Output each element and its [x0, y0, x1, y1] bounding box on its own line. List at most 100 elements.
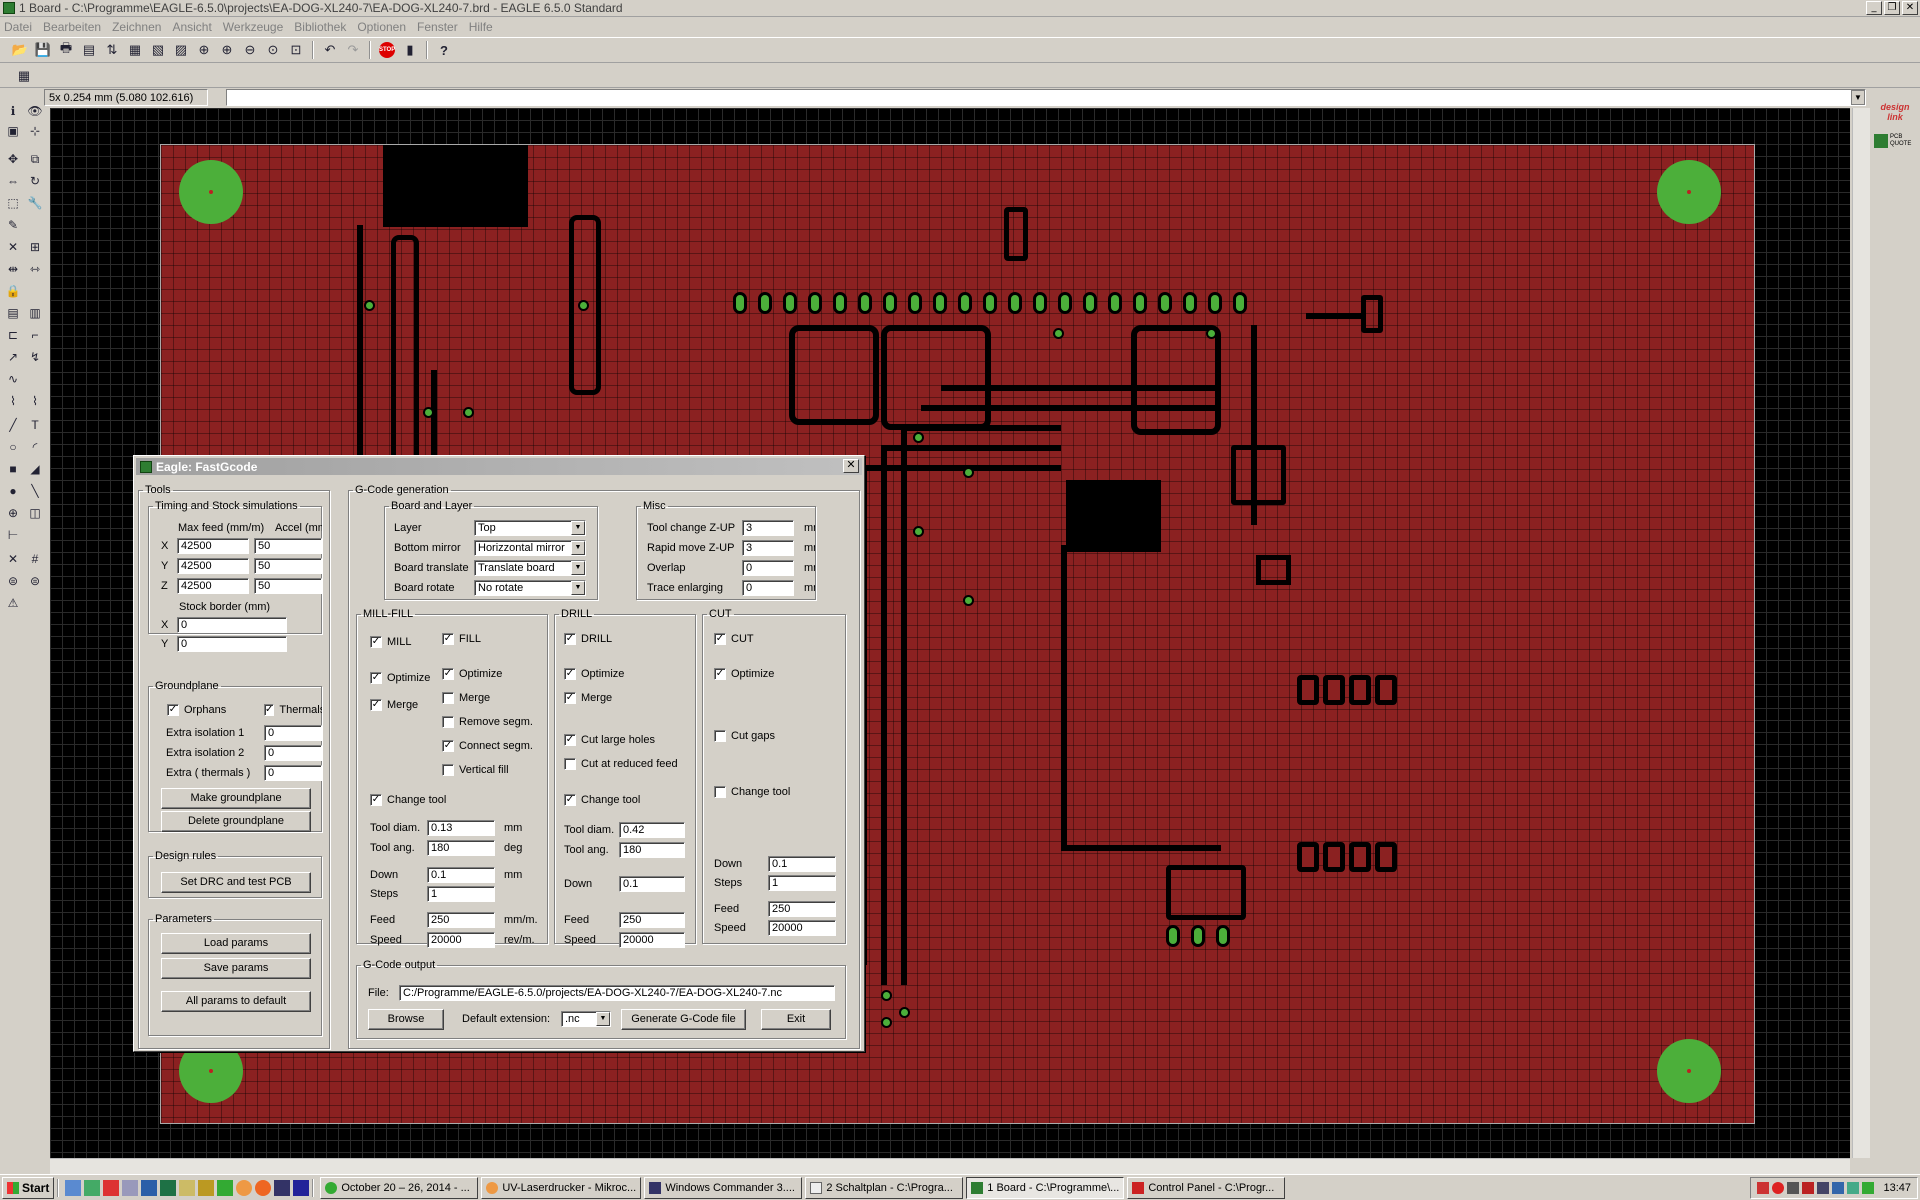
cut-optimize-checkbox[interactable]: ✓Optimize: [714, 668, 774, 680]
task-board[interactable]: 1 Board - C:\Programme\...: [966, 1176, 1125, 1199]
name-icon[interactable]: ⇹: [7, 262, 19, 276]
delete-icon[interactable]: ✕: [7, 240, 19, 254]
rapid-move-input[interactable]: 3: [742, 540, 794, 556]
mark-icon[interactable]: ⊹: [29, 124, 41, 138]
value-icon[interactable]: ⇿: [29, 262, 41, 276]
connect-segm-checkbox[interactable]: ✓Connect segm.: [442, 740, 533, 752]
wire-icon[interactable]: ╱: [9, 418, 17, 432]
quicklaunch-tool-icon[interactable]: [179, 1179, 196, 1196]
command-input[interactable]: ▼: [226, 89, 1866, 106]
info-icon[interactable]: ℹ: [10, 104, 16, 118]
stop-icon[interactable]: STOP: [377, 40, 397, 60]
miter-icon[interactable]: ⌐: [31, 328, 39, 342]
orphans-checkbox[interactable]: ✓Orphans: [167, 704, 226, 716]
pcb-quote-icon[interactable]: [1874, 134, 1888, 148]
via-icon[interactable]: ●: [9, 484, 17, 498]
max-feed-z-input[interactable]: 42500: [177, 578, 249, 594]
menu-zeichnen[interactable]: Zeichnen: [112, 19, 162, 34]
browse-button[interactable]: Browse: [368, 1009, 444, 1030]
tray-network-icon[interactable]: [1832, 1182, 1845, 1194]
cut-speed-input[interactable]: 20000: [768, 920, 836, 936]
mill-tool-ang-input[interactable]: 180: [427, 840, 495, 856]
quicklaunch-star-icon[interactable]: [103, 1179, 120, 1196]
quicklaunch-app-icon[interactable]: [217, 1179, 234, 1196]
move-icon[interactable]: ✥: [7, 152, 19, 166]
undo-icon[interactable]: ↶: [324, 42, 336, 57]
attribute-icon[interactable]: ◫: [29, 506, 41, 520]
lock-icon[interactable]: 🔒: [5, 284, 21, 298]
quicklaunch-word-icon[interactable]: [141, 1179, 158, 1196]
tray-usb-icon[interactable]: [1847, 1182, 1860, 1194]
all-params-default-button[interactable]: All params to default: [161, 991, 311, 1012]
cut-checkbox[interactable]: ✓CUT: [714, 633, 754, 645]
quicklaunch-save-icon[interactable]: [293, 1179, 310, 1196]
show-icon[interactable]: 👁: [27, 104, 43, 118]
ripup-icon[interactable]: ↯: [29, 350, 41, 364]
start-button[interactable]: Start: [2, 1176, 55, 1199]
rotate-icon[interactable]: ↻: [29, 174, 41, 188]
tray-safe-remove-icon[interactable]: [1862, 1182, 1875, 1194]
quicklaunch-excel-icon[interactable]: [160, 1179, 177, 1196]
text-icon[interactable]: T: [31, 418, 39, 432]
cut-feed-input[interactable]: 250: [768, 901, 836, 917]
cut-reduced-feed-checkbox[interactable]: Cut at reduced feed: [564, 758, 678, 770]
split-icon[interactable]: ⊏: [7, 328, 19, 342]
load-params-button[interactable]: Load params: [161, 933, 311, 954]
drill-speed-input[interactable]: 20000: [619, 932, 685, 948]
menu-optionen[interactable]: Optionen: [357, 19, 407, 34]
clock[interactable]: 13:47: [1883, 1182, 1911, 1194]
zoom-redraw-icon[interactable]: ⊙: [267, 42, 279, 57]
mill-tool-diam-input[interactable]: 0.13: [427, 820, 495, 836]
redo-icon[interactable]: ↷: [347, 42, 359, 57]
accel-z-input[interactable]: 50: [254, 578, 322, 594]
dialog-close-button[interactable]: ✕: [843, 459, 859, 473]
script-icon[interactable]: ▧: [151, 42, 165, 57]
board-translate-select[interactable]: Translate board▼: [474, 560, 586, 576]
restore-button[interactable]: ❐: [1884, 1, 1900, 15]
stock-x-input[interactable]: 0: [177, 617, 287, 633]
group-icon[interactable]: ⬚: [7, 196, 19, 210]
make-groundplane-button[interactable]: Make groundplane: [161, 788, 311, 809]
task-calendar[interactable]: October 20 – 26, 2014 - ...: [320, 1176, 479, 1199]
save-params-button[interactable]: Save params: [161, 958, 311, 979]
grid-icon[interactable]: ▦: [17, 68, 31, 83]
open-icon[interactable]: 📂: [11, 42, 29, 57]
drill-tool-diam-input[interactable]: 0.42: [619, 822, 685, 838]
drill-checkbox[interactable]: ✓DRILL: [564, 633, 612, 645]
drc-icon[interactable]: ⊜: [29, 574, 41, 588]
delete-groundplane-button[interactable]: Delete groundplane: [161, 811, 311, 832]
drill-optimize-checkbox[interactable]: ✓Optimize: [564, 668, 624, 680]
menu-bibliothek[interactable]: Bibliothek: [294, 19, 347, 34]
circle-icon[interactable]: ○: [9, 440, 17, 454]
fill-optimize-checkbox[interactable]: ✓Optimize: [442, 668, 502, 680]
task-laserdrucker[interactable]: UV-Laserdrucker - Mikroc...: [481, 1176, 642, 1199]
default-extension-select[interactable]: .nc▼: [561, 1011, 611, 1027]
task-control-panel[interactable]: Control Panel - C:\Progr...: [1127, 1176, 1286, 1199]
mill-optimize-checkbox[interactable]: ✓Optimize: [370, 672, 430, 684]
switch-schematic-icon[interactable]: ⇅: [106, 42, 118, 57]
quicklaunch-chrome-icon[interactable]: [236, 1179, 253, 1196]
extra-isolation-1-input[interactable]: 0: [264, 725, 322, 741]
tray-update-icon[interactable]: [1802, 1182, 1815, 1194]
zoom-fit-icon[interactable]: ⊕: [198, 42, 210, 57]
quicklaunch-lp-icon[interactable]: [198, 1179, 215, 1196]
ulp-icon[interactable]: ▦: [128, 42, 142, 57]
top-icon[interactable]: ▥: [29, 306, 41, 320]
drill-merge-checkbox[interactable]: ✓Merge: [564, 692, 612, 704]
menu-ansicht[interactable]: Ansicht: [172, 19, 212, 34]
accel-x-input[interactable]: 50: [254, 538, 322, 554]
zoom-out-icon[interactable]: ⊖: [244, 42, 256, 57]
extra-isolation-2-input[interactable]: 0: [264, 745, 322, 761]
drill-feed-input[interactable]: 250: [619, 912, 685, 928]
quicklaunch-notepad-icon[interactable]: [122, 1179, 139, 1196]
drill-change-tool-checkbox[interactable]: ✓Change tool: [564, 794, 640, 806]
save-icon[interactable]: 💾: [34, 42, 52, 57]
bottom-mirror-select[interactable]: Horizzontal mirror▼: [474, 540, 586, 556]
pcb-quote-label[interactable]: PCB QUOTE: [1890, 134, 1912, 147]
fill-merge-checkbox[interactable]: Merge: [442, 692, 490, 704]
rect-icon[interactable]: ■: [9, 462, 17, 476]
add-icon[interactable]: ⊞: [29, 240, 41, 254]
trace-enlarging-input[interactable]: 0: [742, 580, 794, 596]
dimension-icon[interactable]: ⊢: [7, 528, 19, 542]
drill-tool-ang-input[interactable]: 180: [619, 842, 685, 858]
